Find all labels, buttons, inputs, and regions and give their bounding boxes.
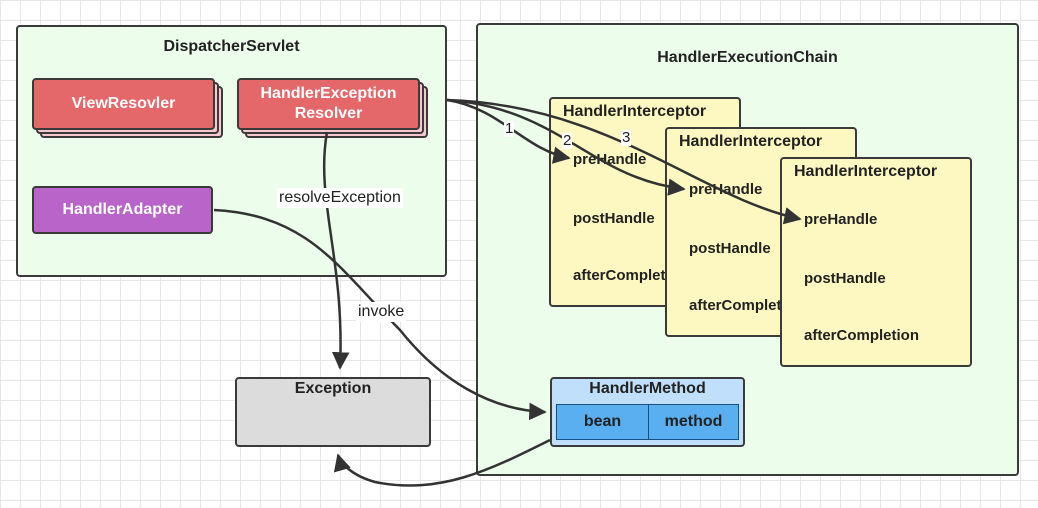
- step2-arrow: [446, 98, 686, 196]
- handler-method-title: HandlerMethod: [589, 380, 706, 397]
- handler-method-box[interactable]: HandlerMethod bean method: [550, 377, 745, 447]
- interceptor-2-posthandle: postHandle: [689, 240, 771, 257]
- exception-box[interactable]: Exception: [235, 377, 431, 447]
- handler-interceptor-3[interactable]: HandlerInterceptor preHandle postHandle …: [780, 157, 972, 367]
- handler-method-method-label: method: [664, 413, 723, 430]
- exception-return-arrow: [333, 438, 551, 487]
- exception-title: Exception: [294, 380, 372, 397]
- handler-adapter-label: HandlerAdapter: [62, 201, 183, 218]
- handler-adapter-box[interactable]: HandlerAdapter: [32, 186, 213, 234]
- dispatcher-servlet-title: DispatcherServlet: [163, 38, 300, 55]
- step3-arrow: [446, 98, 802, 225]
- exception-resolver-label-line2: Resolver: [294, 105, 363, 122]
- handler-method-bean-cell[interactable]: bean: [557, 405, 649, 439]
- interceptor-3-posthandle: postHandle: [804, 270, 886, 287]
- step2-label: 2: [562, 132, 573, 149]
- resolve-exception-label: resolveException: [277, 188, 403, 208]
- handler-execution-chain-title: HandlerExecutionChain: [657, 49, 838, 66]
- interceptor-3-aftercompletion: afterCompletion: [804, 327, 920, 344]
- interceptor-3-prehandle: preHandle: [804, 211, 878, 228]
- view-resolver-box[interactable]: ViewResovler: [32, 78, 215, 130]
- interceptor-2-aftercompletion: afterCompletion: [689, 297, 805, 314]
- interceptor-1-posthandle: postHandle: [573, 210, 655, 227]
- resolve-exception-arrow: [322, 131, 350, 370]
- exception-resolver-label-line1: HandlerException: [260, 85, 397, 102]
- step1-label: 1: [504, 120, 515, 137]
- interceptor-1-title: HandlerInterceptor: [563, 103, 707, 120]
- handler-method-cells: bean method: [556, 404, 739, 440]
- interceptor-2-prehandle: preHandle: [689, 181, 763, 198]
- handler-exception-resolver-box[interactable]: HandlerException Resolver: [237, 78, 420, 130]
- invoke-label: invoke: [356, 302, 407, 322]
- interceptor-3-title: HandlerInterceptor: [794, 163, 938, 180]
- view-resolver-label: ViewResovler: [71, 95, 176, 112]
- invoke-arrow: [213, 208, 547, 421]
- handler-method-bean-label: bean: [583, 413, 622, 430]
- interceptor-2-title: HandlerInterceptor: [679, 133, 823, 150]
- dispatcher-servlet-container: DispatcherServlet: [16, 25, 447, 277]
- handler-method-method-cell[interactable]: method: [649, 405, 738, 439]
- interceptor-1-aftercompletion: afterCompletion: [573, 267, 689, 284]
- step3-label: 3: [621, 129, 632, 146]
